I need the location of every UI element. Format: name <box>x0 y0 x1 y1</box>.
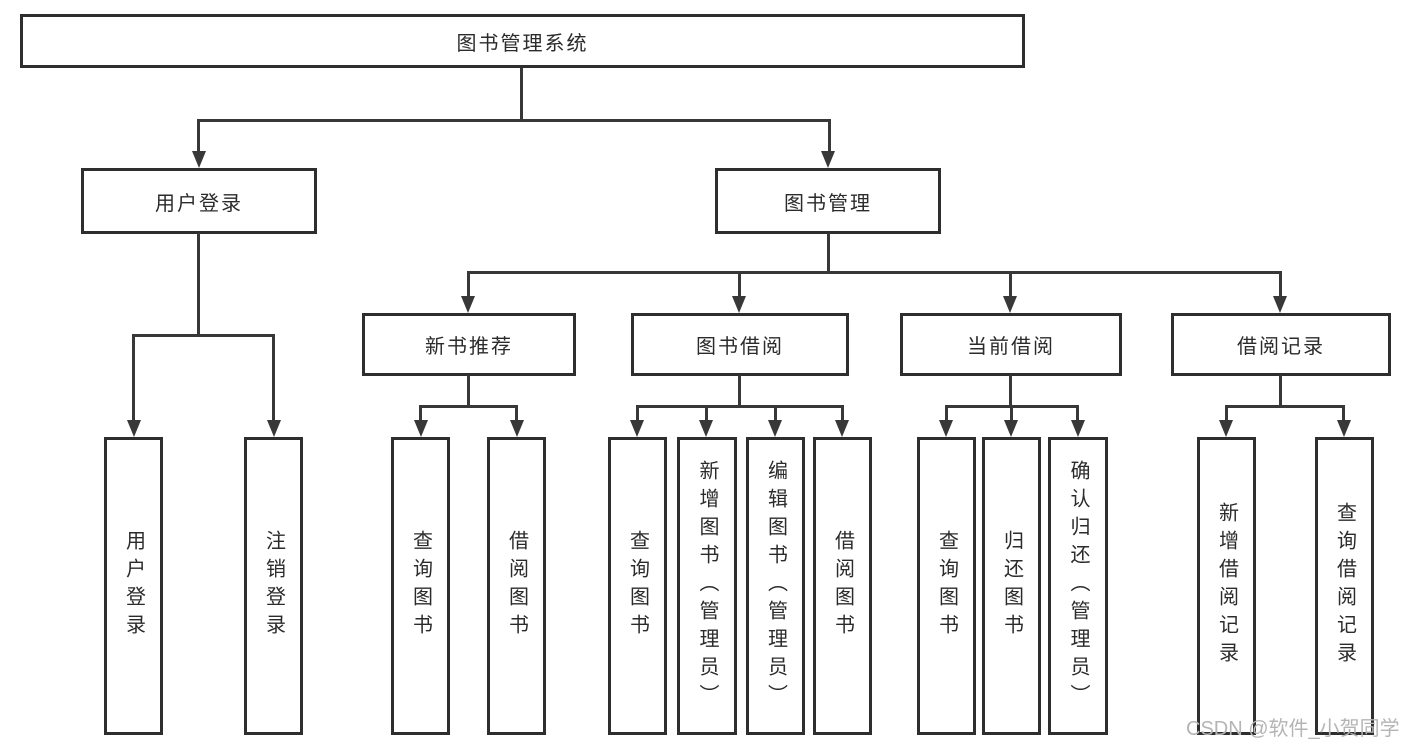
connector-mgmt-stub-2 <box>738 271 741 299</box>
arrowhead-br-query <box>1337 420 1351 437</box>
connector-user-horizontal <box>132 334 275 337</box>
arrowhead-bb-borrow <box>835 420 849 437</box>
connector-cb-stub <box>1009 375 1012 408</box>
connector-cb-child1-stub <box>945 405 948 422</box>
connector-bb-horizontal <box>636 405 844 408</box>
connector-br-stub <box>1279 375 1282 408</box>
arrowhead-user-login <box>192 151 206 168</box>
connector-cb-child2-stub <box>1010 405 1013 422</box>
arrowhead-new-book-recommend <box>461 296 475 313</box>
arrowhead-book-management <box>821 151 835 168</box>
connector-root-stub <box>520 68 523 121</box>
arrowhead-nb-query <box>414 420 428 437</box>
connector-bb-child3-stub <box>774 405 777 422</box>
leaf-br-add-record: 新增借阅记录 <box>1197 437 1256 735</box>
node-borrowing-records: 借阅记录 <box>1171 313 1391 376</box>
leaf-cb-query-books: 查询图书 <box>917 437 976 735</box>
arrowhead-leaf-logout <box>267 420 281 437</box>
connector-mgmt-stub-4 <box>1279 271 1282 299</box>
connector-nb-horizontal <box>419 405 518 408</box>
connector-user-child1-stub <box>132 334 135 422</box>
connector-mgmt-stub-1 <box>467 271 470 299</box>
arrowhead-bb-edit <box>768 420 782 437</box>
arrowhead-cb-return <box>1004 420 1018 437</box>
connector-bb-child2-stub <box>705 405 708 422</box>
leaf-cb-return-books: 归还图书 <box>982 437 1041 735</box>
node-user-login: 用户登录 <box>81 168 317 234</box>
connector-nb-child1-stub <box>419 405 422 422</box>
leaf-bb-add-books-admin: 新增图书（管理员） <box>677 437 737 735</box>
leaf-user-login: 用户登录 <box>104 437 163 735</box>
arrowhead-br-add <box>1219 420 1233 437</box>
leaf-bb-borrow-books: 借阅图书 <box>813 437 872 735</box>
connector-user-child2-stub <box>272 334 275 422</box>
connector-l1-horizontal <box>197 119 831 122</box>
connector-mgmt-stub-3 <box>1009 271 1012 299</box>
connector-bb-child4-stub <box>841 405 844 422</box>
connector-bb-stub <box>738 375 741 408</box>
leaf-nb-query-books: 查询图书 <box>391 437 450 735</box>
connector-l1-right-stub <box>828 119 831 153</box>
connector-bb-child1-stub <box>636 405 639 422</box>
connector-br-horizontal <box>1225 405 1345 408</box>
arrowhead-cb-confirm <box>1071 420 1085 437</box>
arrowhead-nb-borrow <box>510 420 524 437</box>
connector-nb-child2-stub <box>515 405 518 422</box>
leaf-bb-edit-books-admin: 编辑图书（管理员） <box>746 437 805 735</box>
leaf-br-query-record: 查询借阅记录 <box>1315 437 1374 735</box>
connector-nb-stub <box>467 375 470 408</box>
arrowhead-borrowing-records <box>1273 296 1287 313</box>
arrowhead-bb-add <box>699 420 713 437</box>
arrowhead-book-borrowing <box>732 296 746 313</box>
connector-cb-child3-stub <box>1076 405 1079 422</box>
node-library-system: 图书管理系统 <box>20 14 1025 68</box>
arrowhead-leaf-user-login <box>127 420 141 437</box>
arrowhead-bb-query <box>630 420 644 437</box>
csdn-watermark: CSDN @软件_小贺同学 <box>1186 718 1400 740</box>
connector-l1-left-stub <box>197 119 200 153</box>
connector-br-child1-stub <box>1225 405 1228 422</box>
node-book-management: 图书管理 <box>715 168 941 234</box>
node-new-book-recommend: 新书推荐 <box>362 313 576 376</box>
connector-mgmt-horizontal <box>467 271 1282 274</box>
leaf-cb-confirm-return-admin: 确认归还（管理员） <box>1048 437 1108 735</box>
arrowhead-cb-query <box>939 420 953 437</box>
connector-mgmt-stub <box>827 233 830 274</box>
node-book-borrowing: 图书借阅 <box>631 313 849 376</box>
connector-br-child2-stub <box>1342 405 1345 422</box>
node-current-borrowing: 当前借阅 <box>900 313 1122 376</box>
leaf-bb-query-books: 查询图书 <box>608 437 667 735</box>
arrowhead-current-borrowing <box>1003 296 1017 313</box>
leaf-logout: 注销登录 <box>244 437 303 735</box>
leaf-nb-borrow-books: 借阅图书 <box>487 437 546 735</box>
connector-user-stub <box>197 233 200 337</box>
